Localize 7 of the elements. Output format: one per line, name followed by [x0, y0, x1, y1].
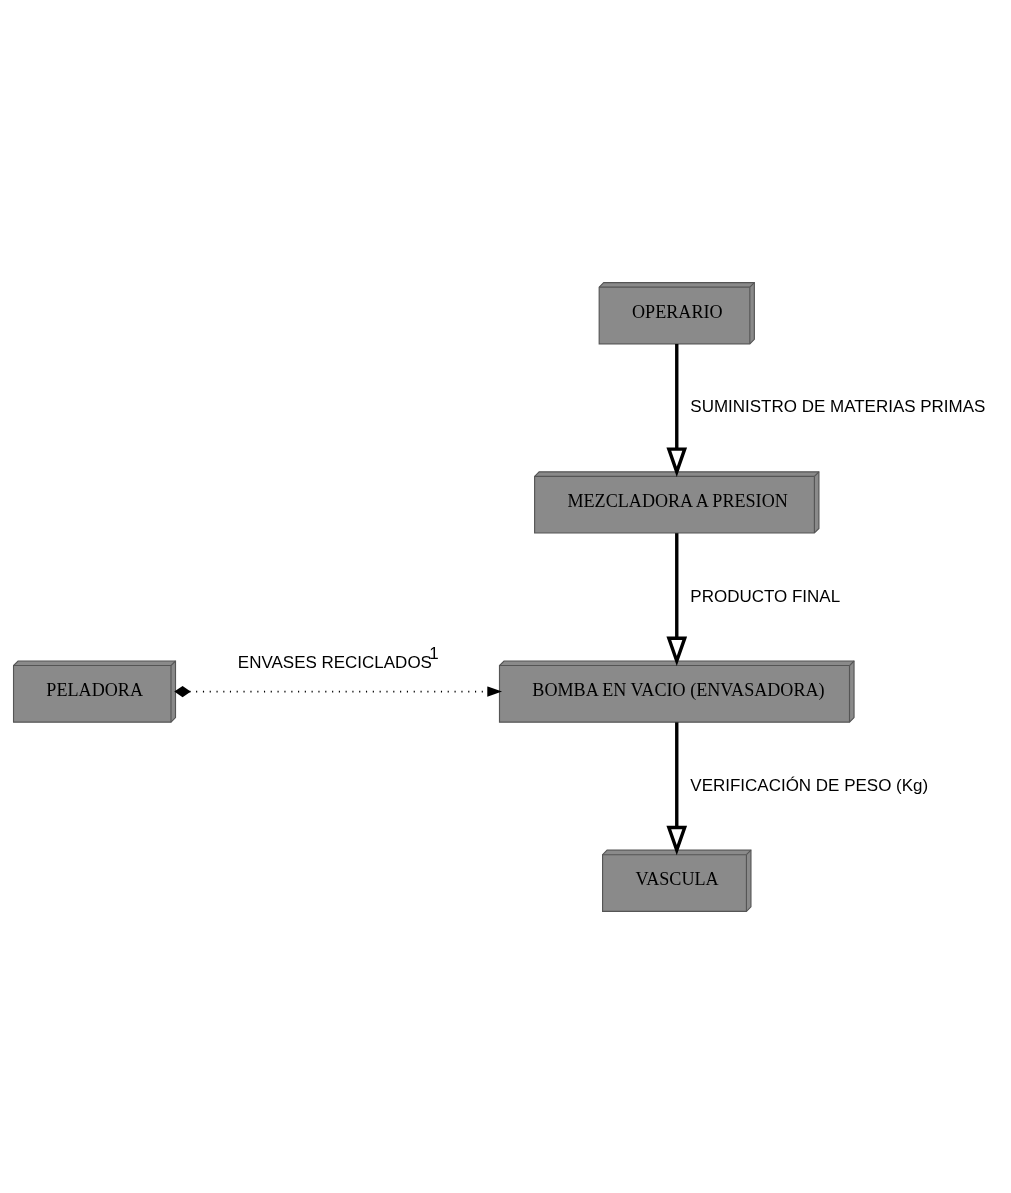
- arrow: [665, 721, 687, 855]
- arrow: [665, 343, 687, 477]
- arrow: [665, 532, 687, 666]
- edge-label: SUMINISTRO DE MATERIAS PRIMAS: [689, 396, 985, 416]
- edge-label: PRODUCTO FINAL: [689, 586, 840, 606]
- edge-label: VERIFICACIÓN DE PESO (Kg): [689, 775, 928, 795]
- arrow: [173, 685, 502, 697]
